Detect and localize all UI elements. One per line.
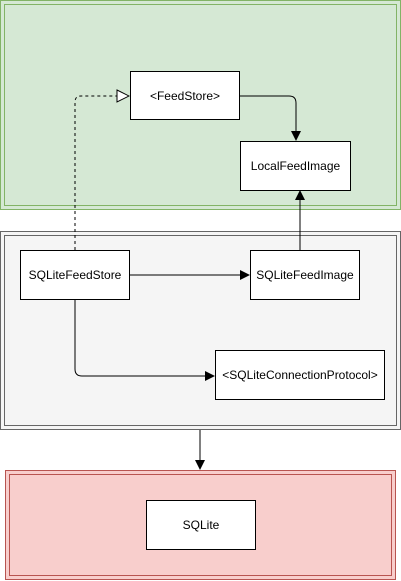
edge-feedstore-to-localfeedimage [240,95,301,141]
sqlitefeedstore-box[interactable]: SQLiteFeedStore [20,250,130,300]
sqliteconnectionprotocol-label: <SQLiteConnectionProtocol> [222,368,378,382]
sqlitefeedimage-box[interactable]: SQLiteFeedImage [250,250,360,300]
edge-sqlitefeedstore-to-connectionprotocol [74,300,215,381]
edge-sqlitefeedstore-implements-feedstore [74,96,129,250]
sqlite-label: SQLite [182,518,220,532]
sqlite-box[interactable]: SQLite [146,500,256,550]
sqlitefeedimage-label: SQLiteFeedImage [256,268,354,282]
feedstore-protocol-box[interactable]: <FeedStore> [130,71,240,120]
localfeedimage-label: LocalFeedImage [250,159,341,173]
feedstore-protocol-label: <FeedStore> [149,88,221,103]
domain-module-inner-border [4,4,397,206]
localfeedimage-box[interactable]: LocalFeedImage [240,141,351,191]
infrastructure-module-inner-border [4,235,397,426]
framework-module-inner-border [9,474,392,576]
sqlitefeedstore-label: SQLiteFeedStore [28,268,122,282]
sqliteconnectionprotocol-box[interactable]: <SQLiteConnectionProtocol> [215,350,385,400]
